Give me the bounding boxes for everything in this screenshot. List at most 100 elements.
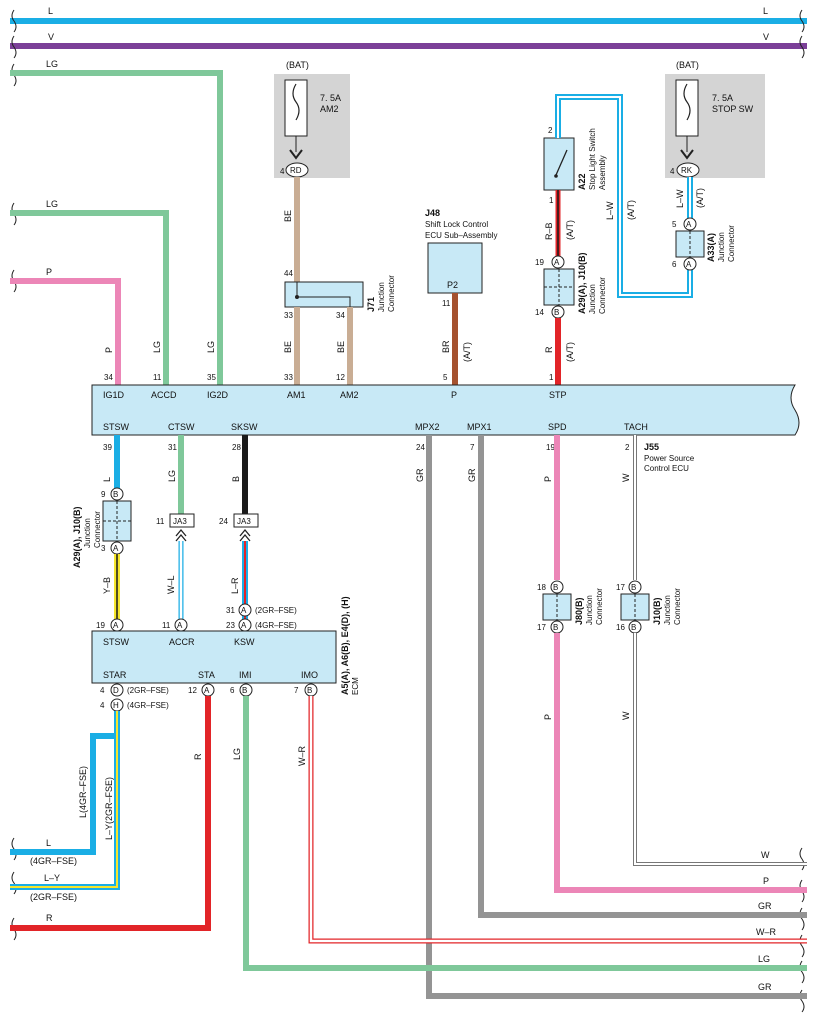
- svg-text:D: D: [113, 686, 119, 695]
- svg-text:35: 35: [207, 373, 216, 382]
- svg-text:17: 17: [537, 623, 546, 632]
- svg-text:IG2D: IG2D: [207, 390, 229, 400]
- svg-text:A: A: [686, 260, 692, 269]
- svg-text:24: 24: [416, 443, 425, 452]
- svg-text:P: P: [543, 476, 553, 482]
- wire-gr-mpx1: [478, 435, 807, 918]
- svg-text:LG: LG: [46, 199, 58, 209]
- svg-text:R: R: [544, 346, 554, 353]
- svg-text:J48: J48: [425, 208, 440, 218]
- svg-text:Junction: Junction: [663, 595, 672, 625]
- svg-text:A: A: [204, 686, 210, 695]
- svg-text:P: P: [46, 267, 52, 277]
- svg-text:TACH: TACH: [624, 422, 648, 432]
- svg-text:31: 31: [226, 606, 235, 615]
- svg-text:Y–B: Y–B: [102, 577, 112, 594]
- svg-text:L–W: L–W: [605, 201, 615, 220]
- svg-text:Junction: Junction: [377, 282, 386, 312]
- svg-text:23: 23: [226, 621, 235, 630]
- ecm-box: 19 A STSW 11 A ACCR 31 A (2GR–FSE) 23 A …: [91, 596, 360, 712]
- svg-text:IMO: IMO: [301, 670, 318, 680]
- svg-text:GR: GR: [467, 468, 477, 482]
- svg-text:7. 5A: 7. 5A: [712, 93, 733, 103]
- svg-text:Junction: Junction: [588, 284, 597, 314]
- svg-text:A33(A): A33(A): [706, 233, 716, 262]
- svg-text:Connector: Connector: [727, 225, 736, 262]
- svg-text:AM2: AM2: [320, 104, 339, 114]
- svg-text:R: R: [46, 913, 53, 923]
- svg-text:LG: LG: [152, 341, 162, 353]
- svg-text:(A/T): (A/T): [565, 220, 575, 240]
- svg-text:IMI: IMI: [239, 670, 252, 680]
- svg-text:19: 19: [546, 443, 555, 452]
- svg-text:(A/T): (A/T): [695, 188, 705, 208]
- svg-text:2: 2: [548, 126, 553, 135]
- svg-text:P: P: [543, 714, 553, 720]
- svg-text:3: 3: [101, 544, 106, 553]
- svg-text:V: V: [48, 32, 54, 42]
- svg-text:LG: LG: [206, 341, 216, 353]
- svg-text:Control ECU: Control ECU: [644, 464, 689, 473]
- wire-lw-loop: [555, 94, 693, 298]
- svg-text:W–R: W–R: [756, 927, 777, 937]
- svg-text:Junction: Junction: [717, 232, 726, 262]
- svg-text:P: P: [451, 390, 457, 400]
- wire-l-top: L L: [10, 6, 807, 24]
- svg-text:Connector: Connector: [387, 275, 396, 312]
- svg-text:B: B: [553, 623, 558, 632]
- svg-text:7: 7: [470, 443, 475, 452]
- svg-text:A29(A), J10(B): A29(A), J10(B): [577, 252, 587, 314]
- svg-text:Junction: Junction: [585, 595, 594, 625]
- svg-text:J80(B): J80(B): [574, 597, 584, 625]
- svg-text:B: B: [631, 623, 636, 632]
- svg-text:R–B: R–B: [544, 222, 554, 240]
- svg-text:1: 1: [549, 196, 554, 205]
- svg-text:31: 31: [168, 443, 177, 452]
- svg-text:W: W: [761, 850, 770, 860]
- svg-text:LG: LG: [167, 470, 177, 482]
- svg-text:JA3: JA3: [237, 517, 251, 526]
- svg-text:B: B: [553, 583, 558, 592]
- j80-junction: B 18 B 17 J80(B) Junction Connector: [537, 580, 604, 634]
- svg-text:Junction: Junction: [83, 518, 92, 548]
- j48-shift-lock-ecu: J48 Shift Lock Control ECU Sub–Assembly …: [425, 208, 497, 308]
- svg-text:(4GR–FSE): (4GR–FSE): [30, 856, 77, 866]
- svg-text:STSW: STSW: [103, 422, 130, 432]
- svg-text:7. 5A: 7. 5A: [320, 93, 341, 103]
- svg-text:B: B: [231, 476, 241, 482]
- svg-text:B: B: [113, 490, 118, 499]
- ja3-connector-1: JA3 11: [156, 513, 195, 542]
- svg-text:LG: LG: [758, 954, 770, 964]
- svg-text:5: 5: [672, 220, 677, 229]
- svg-text:6: 6: [672, 260, 677, 269]
- svg-text:B: B: [307, 686, 312, 695]
- svg-text:L: L: [48, 6, 53, 16]
- svg-text:Connector: Connector: [93, 511, 102, 548]
- svg-text:17: 17: [616, 583, 625, 592]
- svg-text:JA3: JA3: [173, 517, 187, 526]
- svg-text:R: R: [193, 753, 203, 760]
- svg-text:L: L: [763, 6, 768, 16]
- svg-text:A: A: [241, 606, 247, 615]
- svg-text:SKSW: SKSW: [231, 422, 258, 432]
- svg-text:L–W: L–W: [675, 189, 685, 208]
- svg-text:(BAT): (BAT): [286, 60, 309, 70]
- svg-text:ECU Sub–Assembly: ECU Sub–Assembly: [425, 231, 497, 240]
- svg-text:ACCR: ACCR: [169, 637, 195, 647]
- svg-text:19: 19: [96, 621, 105, 630]
- svg-text:1: 1: [549, 373, 554, 382]
- svg-text:9: 9: [101, 490, 106, 499]
- svg-text:33: 33: [284, 373, 293, 382]
- wire-p-spd-out: [554, 633, 807, 893]
- svg-text:Stop Light Switch: Stop Light Switch: [588, 128, 597, 190]
- svg-text:BE: BE: [336, 341, 346, 353]
- svg-text:L: L: [46, 838, 51, 848]
- wire-w-tach-out: [633, 633, 807, 866]
- ecm-pin-ksw: 31 A (2GR–FSE) 23 A (4GR–FSE) KSW: [226, 603, 297, 647]
- j10-junction: B 17 B 16 J10(B) Junction Connector: [616, 580, 682, 634]
